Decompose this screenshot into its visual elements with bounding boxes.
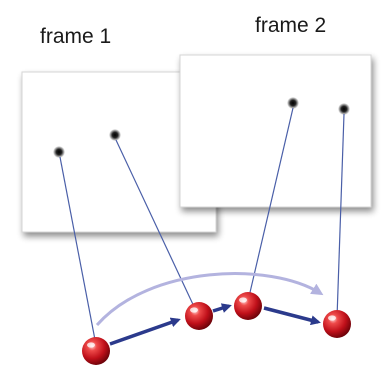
frame-2-detection-spot	[287, 97, 299, 109]
particle	[234, 292, 262, 320]
trajectory-arrow	[109, 317, 181, 346]
particle	[185, 302, 213, 330]
link-line	[59, 156, 97, 346]
link-line	[115, 139, 198, 314]
trajectory-arrow	[212, 303, 232, 313]
frame-1-detection-spot	[53, 146, 65, 158]
predicted-trajectory-arc	[95, 272, 324, 326]
particle	[82, 337, 110, 365]
frame-1-detection-spot	[109, 129, 121, 141]
particle	[323, 310, 351, 338]
link-line	[247, 107, 294, 302]
trajectory-arrow	[263, 306, 321, 326]
frame-2-detection-spot	[338, 103, 350, 115]
frame-1-label: frame 1	[40, 25, 111, 48]
link-line	[336, 113, 345, 319]
frame-2-label: frame 2	[255, 14, 326, 37]
